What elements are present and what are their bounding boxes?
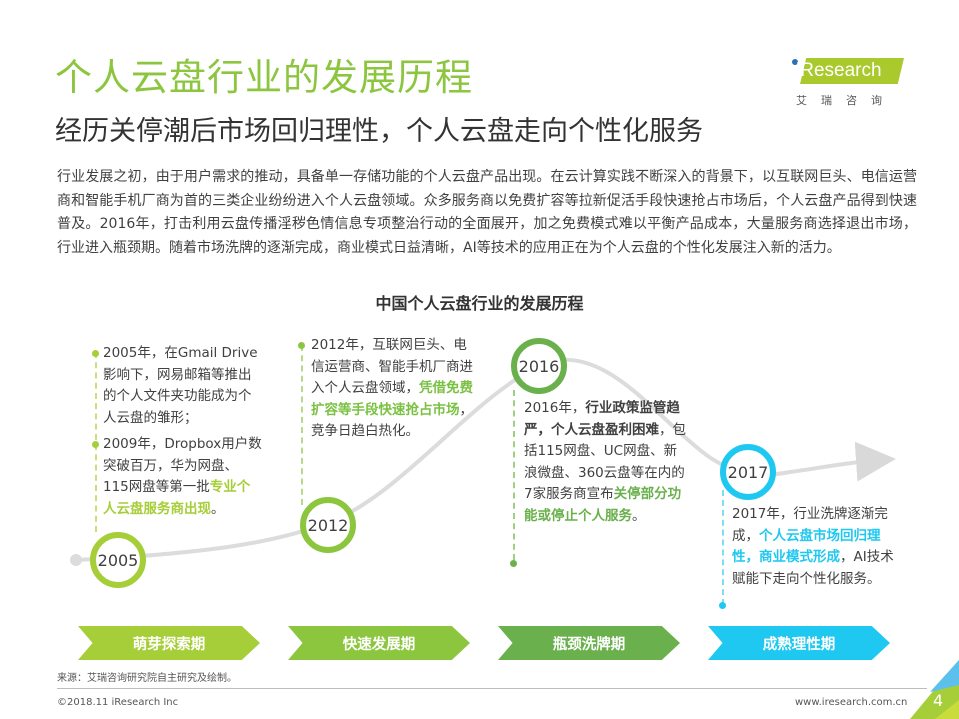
bullet-dot-icon	[92, 350, 99, 357]
connector-2017	[722, 490, 724, 605]
note-2016-text: ，包括115网盘、UC网盘、新浪微盘、360云盘等在内的7家服务商宣布	[524, 421, 686, 503]
logo-brand-cn: 艾瑞咨询	[796, 94, 896, 107]
source-note: 来源：艾瑞咨询研究院自主研究及绘制。	[57, 673, 237, 684]
note-2005: 2005年，在Gmail Drive影响下，网易邮箱等推出的个人文件夹功能成为个…	[103, 345, 258, 426]
bullet-dot-icon	[298, 342, 305, 349]
bullet-dot-icon	[92, 441, 99, 448]
note-2012-text: 2012年，互联网巨头、电信运营商、智能手机厂商进入个人云盘领域，	[311, 337, 473, 396]
note-2009-end: 。	[211, 500, 225, 517]
logo-band	[800, 58, 904, 84]
note-2017-highlight: 个人云盘市场回归理性，商业模式形成	[732, 527, 881, 566]
note-2016-start: 2016年，	[524, 400, 586, 416]
iresearch-logo: iResearch 艾瑞咨询	[786, 48, 906, 108]
note-2009-highlight: 专业个人云盘服务商出现	[103, 479, 251, 517]
note-2012: 2012年，互联网巨头、电信运营商、智能手机厂商进入个人云盘领域，凭借免费扩容等…	[311, 335, 476, 443]
phase-bottleneck: 瓶颈洗牌期	[498, 626, 680, 660]
note-2012-highlight: 凭借免费扩容等手段快速抢占市场	[311, 380, 473, 418]
note-2012-end: ，竞争日趋白热化。	[311, 401, 473, 440]
phase-sprout: 萌芽探索期	[78, 626, 260, 660]
page-subtitle: 经历关停潮后市场回归理性，个人云盘走向个性化服务	[55, 116, 703, 147]
note-2017-text: 2017年，行业洗牌逐渐完成，	[732, 506, 888, 544]
intro-paragraph: 行业发展之初，由于用户需求的推动，具备单一存储功能的个人云盘产品出现。在云计算实…	[57, 169, 917, 256]
page-title: 个人云盘行业的发展历程	[55, 56, 473, 99]
note-2016-highlight: 关停部分功能或停止个人服务	[524, 486, 682, 524]
bullet-dot-icon	[719, 602, 726, 609]
note-2009: 2009年，Dropbox用户数突破百万，华为网盘、115网盘等第一批专业个人云…	[103, 434, 263, 520]
note-2016: 2016年，行业政策监管趋严，个人云盘盈利困难，包括115网盘、UC网盘、新浪微…	[524, 398, 689, 527]
corner-decoration	[910, 660, 959, 719]
milestone-2005: 2005	[90, 532, 146, 588]
note-2017: 2017年，行业洗牌逐渐完成，个人云盘市场回归理性，商业模式形成，AI技术赋能下…	[732, 504, 894, 590]
logo-dot-icon	[792, 59, 798, 65]
milestone-2017: 2017	[720, 444, 776, 500]
connector-2012	[301, 345, 303, 505]
timeline-title: 中国个人云盘行业的发展历程	[375, 294, 584, 313]
note-2017-end: ，AI技术赋能下走向个性化服务。	[732, 549, 894, 587]
phase-mature: 成熟理性期	[708, 626, 890, 660]
milestone-2012: 2012	[300, 497, 356, 553]
note-2016-end: 。	[632, 507, 646, 524]
bullet-dot-icon	[510, 560, 517, 567]
note-2009-text: 2009年，Dropbox用户数突破百万，华为网盘、115网盘等第一批	[103, 436, 262, 495]
page-number: 4	[933, 691, 944, 710]
note-2016-bold: 行业政策监管趋严，个人云盘盈利困难	[524, 400, 680, 438]
phase-growth: 快速发展期	[288, 626, 470, 660]
logo-brand: iResearch	[796, 60, 882, 81]
website-url: www.iresearch.com.cn	[795, 697, 908, 708]
footer-divider	[57, 688, 927, 689]
copyright: ©2018.11 iResearch Inc	[57, 697, 179, 708]
connector-2016	[513, 390, 515, 560]
milestone-2016: 2016	[511, 338, 567, 394]
